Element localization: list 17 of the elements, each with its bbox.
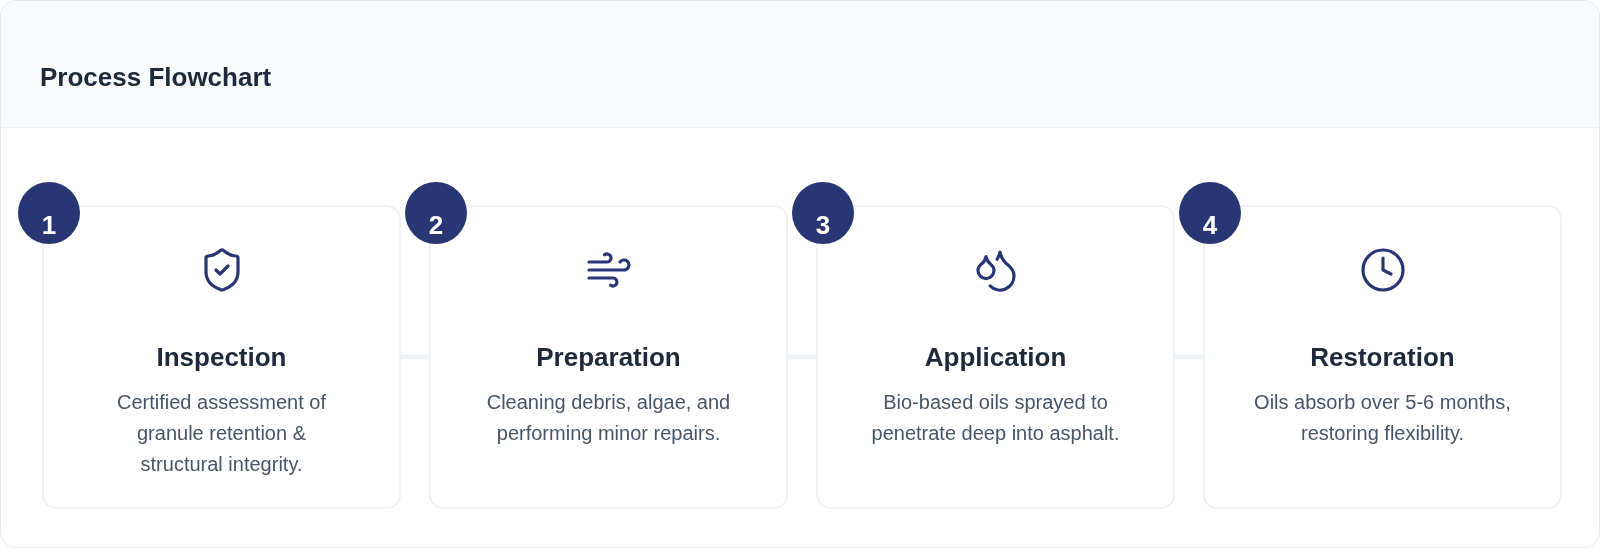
- step-title: Application: [924, 341, 1067, 373]
- step-number-badge: 3: [792, 182, 854, 244]
- step-card: [816, 205, 1175, 509]
- step-card: [42, 205, 401, 509]
- step-title: Restoration: [1310, 341, 1455, 373]
- step-description: Certified assessment of granule retention & structural integrity.: [116, 390, 327, 477]
- step-number-badge: 4: [1179, 182, 1241, 244]
- step-description: Bio-based oils sprayed to penetrate deep into asphalt.: [870, 390, 1121, 446]
- step-card: [429, 205, 788, 509]
- step-number-badge: 2: [405, 182, 467, 244]
- step-title: Preparation: [536, 341, 681, 373]
- step-title: Inspection: [156, 341, 287, 373]
- step-description: Cleaning debris, algae, and performing minor repairs.: [485, 390, 732, 446]
- step-description: Oils absorb over 5-6 months, restoring flexibility.: [1253, 390, 1512, 446]
- diagram-title: Process Flowchart: [40, 62, 272, 92]
- step-number-badge: 1: [18, 182, 80, 244]
- step-card: [1203, 205, 1562, 509]
